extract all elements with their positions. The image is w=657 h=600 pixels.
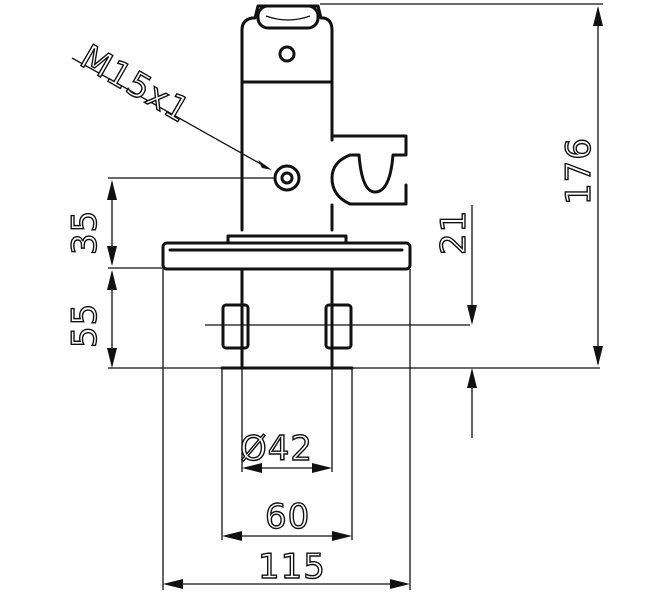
side-screw-hole [273, 164, 301, 192]
dim-55-label: 55 [65, 303, 105, 348]
dim-176-label: 176 [559, 137, 599, 205]
dim-115: 115 [162, 269, 411, 590]
dim-55: 55 [64, 270, 222, 369]
holder-clip [330, 134, 408, 206]
dim-60-label: 60 [265, 497, 310, 537]
dim-21-label: 21 [434, 210, 474, 255]
dim-176: 176 [320, 3, 603, 366]
upper-column [240, 4, 334, 232]
base-flange [161, 234, 412, 271]
thread-label: M15x1 [74, 37, 197, 131]
dim-diameter-42: Ø42 [239, 368, 333, 473]
dim-35-label: 35 [65, 210, 105, 255]
lower-connector [205, 267, 470, 370]
dim-115-label: 115 [258, 547, 326, 587]
dim-60: 60 [221, 368, 353, 541]
top-screw-hole [278, 45, 296, 63]
dim-35: 35 [64, 177, 275, 269]
dim-42-label: Ø42 [240, 429, 313, 469]
dim-21: 21 [352, 205, 600, 438]
